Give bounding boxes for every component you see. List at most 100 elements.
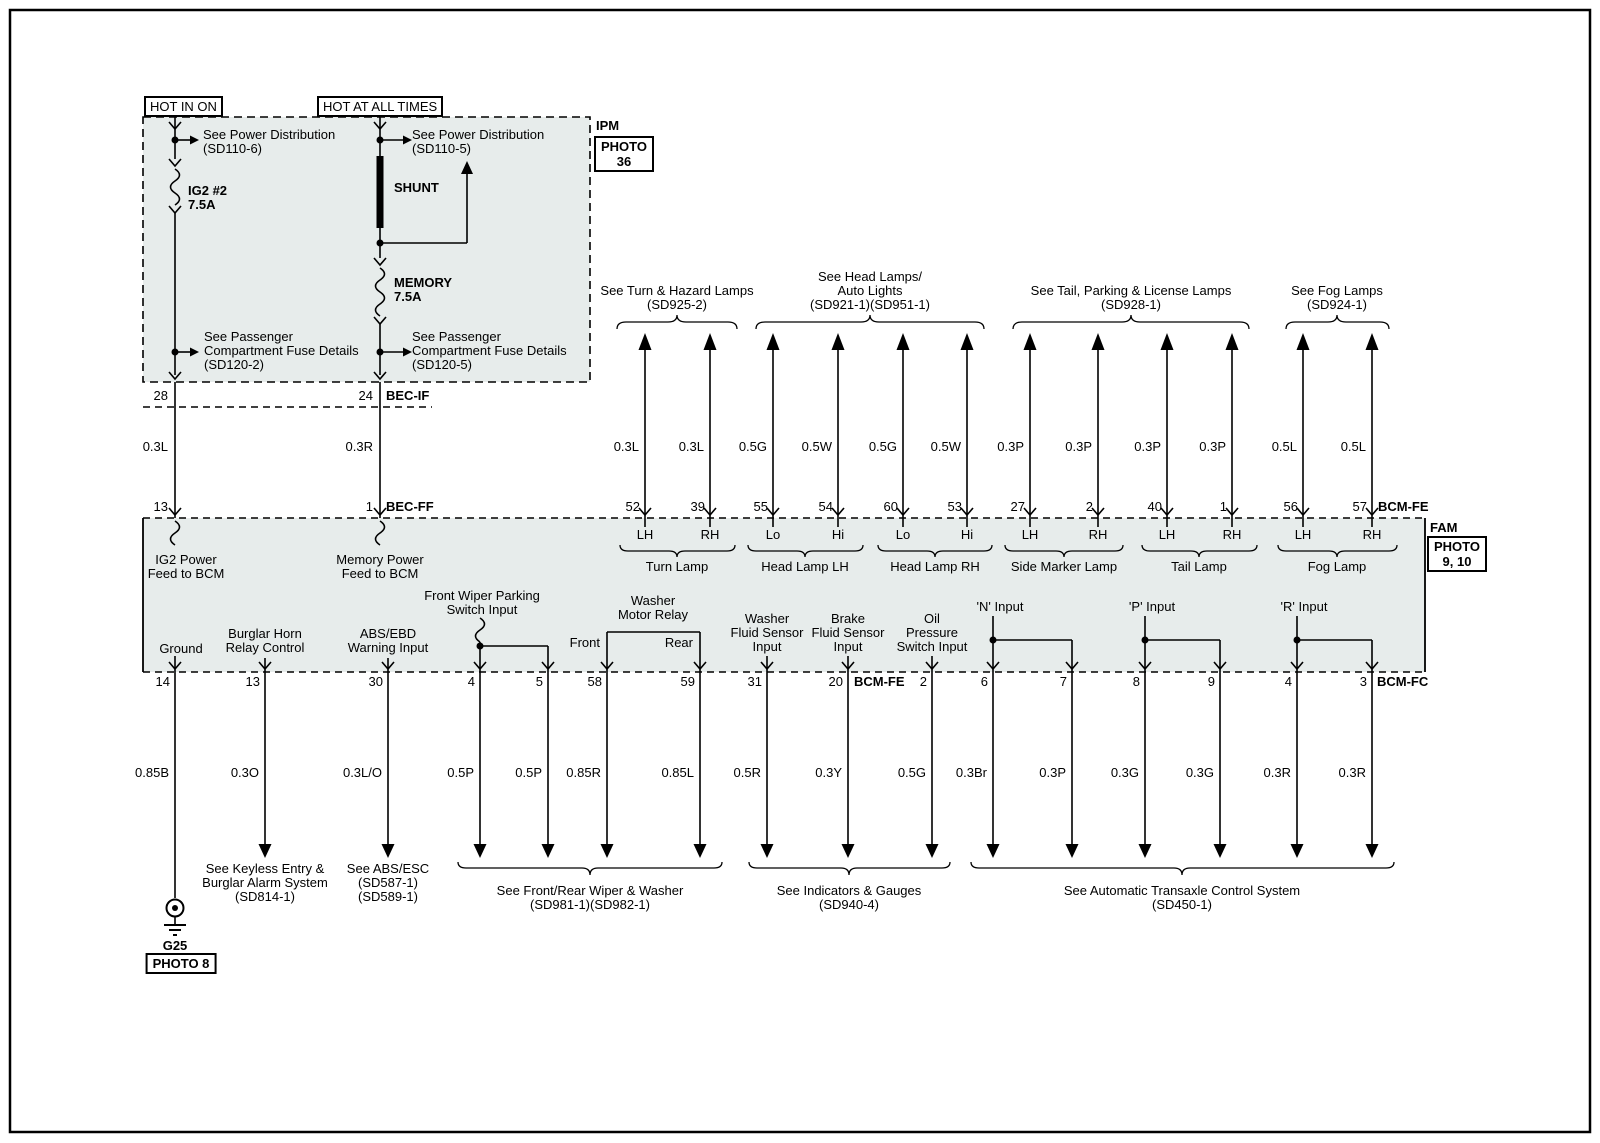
lamp-gauge: 0.5W [930,439,961,454]
bottom-pin: 20 [828,674,843,689]
lamp-terminal: Hi [831,527,845,542]
lamp-terminal: Hi [960,527,974,542]
lamp-pin: 57 [1352,499,1367,514]
oil-pressure-line3: Switch Input [896,639,968,654]
bottom-pin: 2 [919,674,927,689]
lamp-terminal: LH [636,527,654,542]
see-pass-right-line1: See Passenger [412,329,501,344]
burglar-horn-line2: Relay Control [225,640,305,655]
lamp-group-label: Turn Lamp [645,559,709,574]
bcm-fe-top-label: BCM-FE [1378,499,1429,514]
memory-feed-line1: Memory Power [336,552,424,567]
lamp-pin: 52 [625,499,640,514]
lamp-pin: 1 [1219,499,1227,514]
lamp-gauge: 0.3L [613,439,639,454]
lamp-terminal: RH [1222,527,1242,542]
ref-transaxle-line2: (SD450-1) [1152,897,1212,912]
brake-fluid-line1: Brake [831,611,865,626]
bottom-pin: 6 [980,674,988,689]
lamp-gauge: 0.3P [1065,439,1092,454]
see-pass-left-line3: (SD120-2) [204,357,264,372]
lamp-group-label: Fog Lamp [1307,559,1367,574]
ref-wiper-line2: (SD981-1)(SD982-1) [530,897,650,912]
fuse-ig2-rating: 7.5A [188,197,216,212]
ref-keyless-line1: See Keyless Entry & [205,861,325,876]
ref-abs-esc-line3: (SD589-1) [358,889,418,904]
ref-head-line2: Auto Lights [837,283,903,298]
bottom-gauge: 0.85B [135,765,169,780]
bottom-gauge: 0.3P [1039,765,1066,780]
washer-fluid-line2: Fluid Sensor [730,625,804,640]
lamp-terminal: RH [1362,527,1382,542]
lamp-terminal: LH [1294,527,1312,542]
washer-fluid-line3: Input [752,639,782,654]
shunt-label: SHUNT [394,180,439,195]
bottom-pin: 13 [245,674,260,689]
bottom-gauge: 0.5R [733,765,761,780]
abs-ebd-line2: Warning Input [347,640,429,655]
bottom-gauge: 0.3R [1338,765,1366,780]
pin-28: 28 [153,388,168,403]
ref-fog-line1: See Fog Lamps [1291,283,1383,298]
ref-fog-line2: (SD924-1) [1307,297,1367,312]
bottom-pin: 14 [155,674,170,689]
lamp-gauge: 0.5L [1340,439,1366,454]
fuse-ig2-name: IG2 #2 [188,183,228,198]
lamp-terminal: RH [700,527,720,542]
ref-turn-line1: See Turn & Hazard Lamps [600,283,754,298]
fam-photo-line1: PHOTO [1434,539,1480,554]
ref-head-line3: (SD921-1)(SD951-1) [810,297,930,312]
ref-turn-line2: (SD925-2) [647,297,707,312]
bottom-pin: 4 [1284,674,1292,689]
ref-abs-esc-line1: See ABS/ESC [346,861,430,876]
see-pass-left-line2: Compartment Fuse Details [204,343,359,358]
lamp-group-braces [619,544,1398,558]
lamp-gauge: 0.5G [868,439,897,454]
ref-gauges-line1: See Indicators & Gauges [776,883,922,898]
lamp-terminal: Lo [765,527,781,542]
lamp-terminal: RH [1088,527,1108,542]
washer-relay-line1: Washer [630,593,676,608]
washer-front-label: Front [569,635,600,650]
hot-at-all-times-label: HOT AT ALL TIMES [317,96,444,117]
see-power-dist-right-line1: See Power Distribution [412,127,545,142]
ig2-feed-line1: IG2 Power [155,552,217,567]
p-input-label: 'P' Input [1128,599,1176,614]
brake-fluid-line2: Fluid Sensor [811,625,885,640]
ground-input-label: Ground [159,641,203,656]
fuse-memory-name: MEMORY [394,275,453,290]
top-reference-braces [616,314,1390,330]
lamp-gauge: 0.5G [738,439,767,454]
lamp-group-label: Tail Lamp [1171,559,1227,574]
hot-in-on-label: HOT IN ON [144,96,223,117]
bottom-junction-dots [476,636,1301,650]
lamp-pin: 39 [690,499,705,514]
lamp-terminal: Lo [895,527,911,542]
fuse-memory-rating: 7.5A [394,289,422,304]
see-pass-right-line2: Compartment Fuse Details [412,343,567,358]
lamp-gauge: 0.5W [801,439,832,454]
bottom-pin: 3 [1359,674,1367,689]
ground-symbol [164,898,186,936]
lamp-gauge: 0.3P [997,439,1024,454]
bottom-pin: 4 [467,674,475,689]
photo8-ref: PHOTO 8 [145,953,217,974]
burglar-horn-line1: Burglar Horn [228,626,302,641]
ipm-fuse-box [142,116,591,383]
lamp-group-label: Head Lamp RH [890,559,980,574]
bcm-fc-label: BCM-FC [1377,674,1429,689]
fam-photo-line2: 9, 10 [1442,554,1472,569]
lamp-group-label: Head Lamp LH [761,559,849,574]
lamp-pin: 2 [1085,499,1093,514]
ref-tail-line1: See Tail, Parking & License Lamps [1030,283,1232,298]
washer-fluid-line1: Washer [744,611,790,626]
ref-keyless-line2: Burglar Alarm System [202,875,328,890]
bottom-pin: 30 [368,674,383,689]
ref-tail-line2: (SD928-1) [1101,297,1161,312]
pin-24: 24 [358,388,373,403]
bcm-fe-bottom-label: BCM-FE [854,674,905,689]
lamp-gauge: 0.5L [1271,439,1297,454]
lamp-offpage-arrows [638,333,1379,350]
